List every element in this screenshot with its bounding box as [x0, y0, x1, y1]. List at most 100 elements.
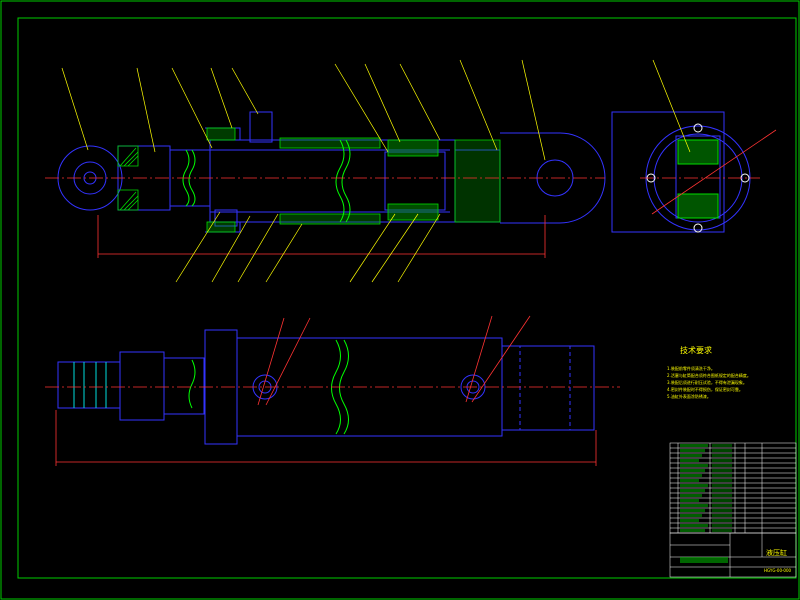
parts-list-cell-fill	[712, 479, 732, 482]
tech-requirement-item: 2.活塞与缸筒配合须符合图纸规定的配合精度。	[667, 372, 751, 378]
break-line-3	[335, 139, 345, 223]
outside-break-3	[339, 339, 349, 435]
end-view-bolt-top	[693, 123, 703, 133]
parts-list-cell-fill	[712, 499, 732, 502]
parts-list-cell-fill	[712, 524, 732, 527]
parts-list-fills	[680, 444, 732, 532]
outside-length-dimension	[55, 410, 597, 466]
tech-requirement-item: 5.油缸外表面涂防锈漆。	[667, 393, 711, 399]
parts-list-cell-fill	[680, 504, 708, 507]
end-view-hatch-top	[677, 139, 719, 165]
hatch-barrel-bottom	[279, 213, 381, 225]
parts-list-cell-fill	[712, 464, 732, 467]
parts-list-cell-fill	[680, 494, 702, 497]
port-leader-2b	[471, 315, 531, 403]
part-leaders	[61, 59, 546, 283]
parts-list-cell-fill	[712, 494, 732, 497]
parts-list-cell-fill	[680, 459, 699, 462]
leader-5	[231, 67, 259, 115]
parts-list-cell-fill	[680, 464, 708, 467]
parts-list-cell-fill	[680, 484, 708, 487]
port-leader-1b	[265, 317, 311, 406]
leader-3	[171, 67, 213, 149]
tech-requirement-item: 3.装配后须进行耐压试验，不得有泄漏现象。	[667, 379, 747, 385]
hatch-piston-top	[387, 139, 439, 157]
leader-8	[399, 63, 441, 141]
overall-length-dimension	[97, 215, 546, 258]
parts-list-cell-fill	[712, 474, 732, 477]
parts-list-cell-fill	[712, 509, 732, 512]
parts-list-cell-fill	[680, 499, 699, 502]
parts-list-cell-fill	[680, 519, 699, 522]
sheet-inner-frame	[17, 17, 797, 579]
parts-list-cell-fill	[712, 444, 732, 447]
leader-15	[349, 213, 396, 283]
hatch-rod-end	[454, 139, 501, 223]
outside-port-leaders	[257, 315, 531, 406]
parts-list-cell-fill	[712, 484, 732, 487]
leader-6	[334, 63, 389, 153]
outside-rear-end	[57, 361, 121, 409]
parts-list-cell-fill	[680, 474, 702, 477]
parts-list-cell-fill	[712, 529, 732, 532]
parts-list-cell-fill	[712, 459, 732, 462]
end-view-hatch-bottom	[677, 193, 719, 219]
end-view-leader	[652, 59, 691, 153]
leader-13	[237, 213, 279, 283]
end-view-boundary	[611, 111, 725, 233]
parts-list-cell-fill	[712, 489, 732, 492]
leader-10	[521, 59, 546, 161]
parts-list-cell-fill	[680, 509, 705, 512]
tech-requirements-title: 技术要求	[680, 345, 712, 355]
leader-11	[175, 211, 221, 283]
parts-list-cell-fill	[680, 469, 705, 472]
title-block	[669, 532, 797, 578]
tech-requirement-item: 1.装配前零件须清洗干净。	[667, 365, 715, 371]
outside-front-collar	[519, 345, 571, 431]
parts-list-cell-fill	[680, 529, 705, 532]
leader-12	[211, 215, 251, 283]
leader-7	[364, 63, 401, 143]
hatch-rear-cap-top	[117, 145, 139, 167]
tech-requirement-item: 4.密封件装配时不得损伤，保证密封可靠。	[667, 386, 743, 392]
piston	[384, 151, 446, 211]
leader-14	[265, 223, 303, 283]
leader-17	[397, 213, 441, 283]
title-block-drawing-no: HGYG-00-000	[764, 568, 792, 573]
parts-list-cell-fill	[680, 449, 705, 452]
parts-list-rows	[670, 447, 796, 529]
end-view-bolt-bottom	[693, 223, 703, 233]
leader-4	[210, 67, 233, 129]
parts-list-cell-fill	[680, 489, 705, 492]
title-block-name: 液压缸	[766, 548, 787, 557]
outside-front-end	[501, 345, 595, 431]
leader-16	[371, 213, 419, 283]
oil-port-boss	[249, 111, 273, 143]
parts-list-cell-fill	[712, 454, 732, 457]
port-leader-2a	[465, 315, 493, 403]
parts-list-cell-fill	[712, 514, 732, 517]
outside-break-lines	[188, 339, 349, 435]
hatch-piston-bottom	[387, 203, 439, 221]
title-block-green-strip	[680, 557, 728, 563]
outside-rear-collar	[119, 351, 165, 421]
break-line-2	[188, 149, 196, 207]
outside-rear-grooves	[73, 362, 107, 408]
title-block-frame	[669, 532, 797, 578]
hatch-head-bottom	[206, 221, 236, 233]
hatch-rear-cap-bottom	[117, 189, 139, 211]
port-leader-1a	[257, 317, 285, 406]
leader-1	[61, 67, 89, 151]
parts-list-cell-fill	[712, 519, 732, 522]
barrel-inner-bore	[210, 149, 450, 213]
section-hatching	[117, 127, 501, 233]
parts-list-cell-fill	[712, 469, 732, 472]
hatch-barrel-top	[279, 137, 381, 149]
oil-port-bottom	[214, 209, 238, 227]
tech-requirements-list: 1.装配前零件须清洗干净。 2.活塞与缸筒配合须符合图纸规定的配合精度。 3.装…	[667, 365, 751, 399]
parts-list-cell-fill	[712, 504, 732, 507]
leader-2	[136, 67, 156, 153]
end-view-diagonal	[651, 129, 777, 215]
